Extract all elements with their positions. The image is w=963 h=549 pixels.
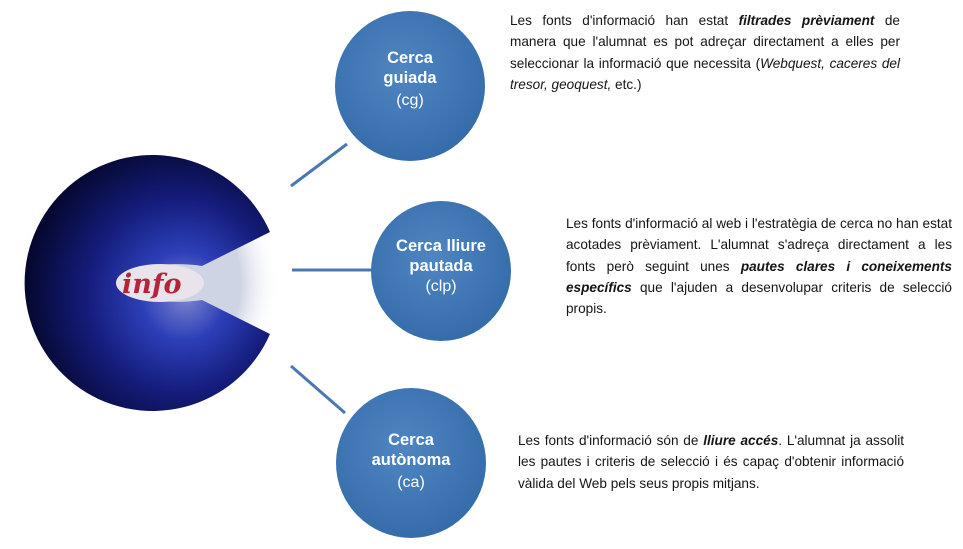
info-logo: info xyxy=(16,151,280,415)
emphasis-wrapper: filtrades prèviament xyxy=(739,13,875,28)
node-circle-cerca-autonoma xyxy=(336,388,486,538)
node-label-cerca-autonoma: Cerca autònoma (ca) xyxy=(341,430,481,494)
node-title: autònoma xyxy=(371,451,451,469)
node-circle-cerca-guiada xyxy=(335,11,485,161)
description-text: . L'alumnat ja assolit les pautes i crit… xyxy=(518,433,905,491)
logo-text: info xyxy=(122,269,182,300)
logo-label-backdrop xyxy=(116,264,204,302)
node-abbreviation: (clp) xyxy=(425,278,457,295)
emphasis-text: lliure accés xyxy=(703,433,779,448)
italic-text: Webquest, caceres del tresor, geoquest, xyxy=(510,55,900,92)
emphasis-text: pautes clares i coneixements específics xyxy=(566,258,952,295)
connector-cerca-guiada xyxy=(290,142,348,188)
logo-sphere xyxy=(24,155,270,412)
emphasis-text: filtrades prèviament xyxy=(738,13,875,28)
node-title: pautada xyxy=(409,257,473,275)
description-cerca-guiada: Les fonts d'informació han estat filtrad… xyxy=(510,10,900,95)
node-label-cerca-guiada: Cerca guiada (cg) xyxy=(340,48,480,112)
connector-cerca-autonoma xyxy=(290,364,346,415)
description-cerca-autonoma: Les fonts d'informació són de lliure acc… xyxy=(518,430,904,494)
description-text: Les fonts d'informació al web i l'estrat… xyxy=(566,216,952,274)
node-abbreviation: (cg) xyxy=(396,92,424,109)
node-title: Cerca xyxy=(387,49,433,67)
node-circle-cerca-lliure xyxy=(371,201,511,341)
description-text: que l'ajuden a desenvolupar criteris de … xyxy=(566,279,952,317)
description-cerca-lliure: Les fonts d'informació al web i l'estrat… xyxy=(566,213,952,319)
emphasis-wrapper: lliure accés xyxy=(703,433,778,448)
node-title: guiada xyxy=(383,69,437,87)
description-text: Les fonts d'informació són de xyxy=(518,433,704,448)
description-text: de manera que l'alumnat es pot adreçar d… xyxy=(510,13,900,71)
node-label-cerca-lliure: Cerca lliure pautada (clp) xyxy=(371,236,511,298)
description-text: Les fonts d'informació han estat xyxy=(510,13,739,28)
node-title: Cerca lliure xyxy=(396,237,486,255)
emphasis-wrapper: pautes clares i coneixements específics xyxy=(566,259,952,295)
description-text: etc.) xyxy=(611,76,642,92)
node-title: Cerca xyxy=(388,431,434,449)
node-abbreviation: (ca) xyxy=(397,474,425,491)
